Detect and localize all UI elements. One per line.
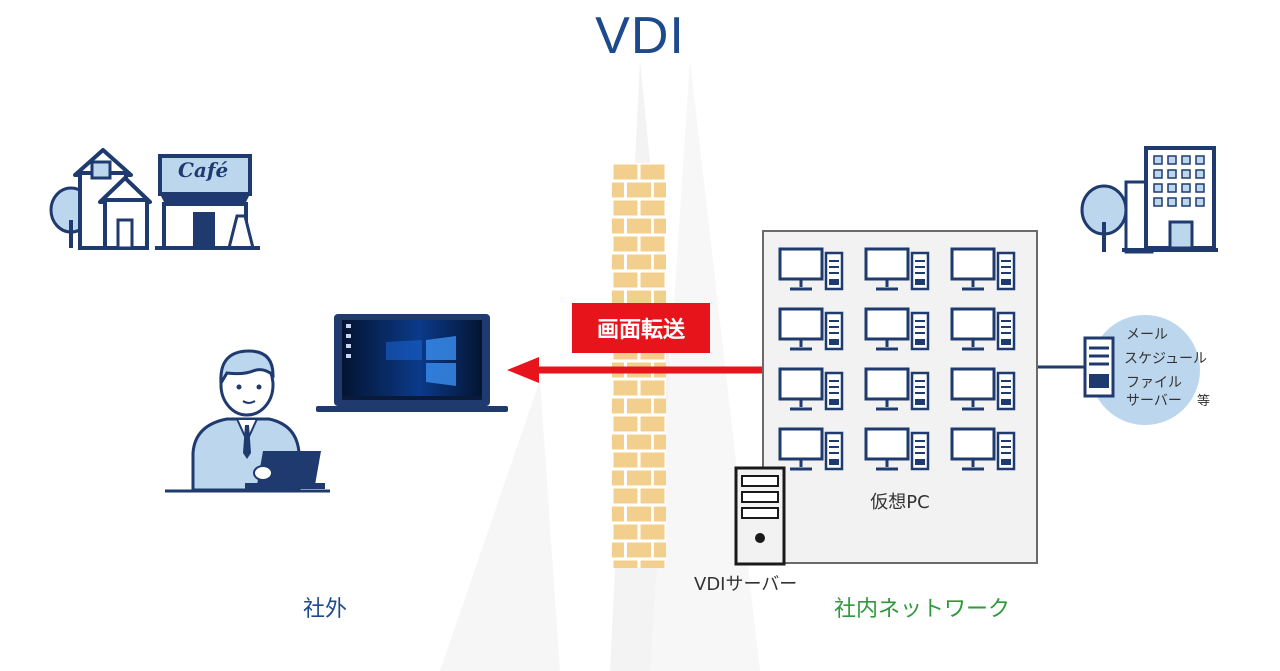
brick — [624, 215, 654, 237]
brick — [637, 413, 666, 435]
virtual-pc-icon — [778, 247, 844, 291]
virtual-pc-icon — [950, 427, 1016, 471]
brick — [612, 467, 627, 489]
brick — [624, 431, 654, 453]
brick — [624, 467, 654, 489]
virtual-pc-grid — [778, 247, 1016, 471]
brick — [612, 163, 641, 183]
brick — [612, 557, 641, 568]
internal-network-label: 社内ネットワーク — [834, 597, 1011, 622]
brick — [651, 503, 666, 525]
virtual-pc-label: 仮想PC — [870, 492, 930, 513]
brick — [624, 395, 654, 417]
brick — [624, 251, 654, 273]
office-building-icon — [1080, 146, 1218, 254]
virtual-pc-icon — [778, 307, 844, 351]
brick — [637, 163, 666, 183]
virtual-pc-icon — [864, 307, 930, 351]
brick — [612, 521, 641, 543]
vdi-server-label: VDIサーバー — [694, 574, 798, 595]
brick — [612, 197, 641, 219]
brick — [612, 431, 627, 453]
virtual-pc-icon — [950, 367, 1016, 411]
brick — [651, 215, 666, 237]
brick — [612, 215, 627, 237]
brick — [651, 395, 666, 417]
cafe-sign: Café — [178, 158, 229, 182]
brick — [612, 179, 627, 201]
screen-transfer-label: 画面転送 — [572, 303, 710, 353]
service-schedule: スケジュール — [1124, 351, 1208, 367]
screen-transfer-arrow — [507, 357, 763, 383]
house-cafe-icon — [49, 148, 260, 250]
diagram-title: VDI — [595, 7, 685, 65]
service-file: ファイル — [1126, 375, 1182, 391]
brick — [637, 269, 666, 291]
vdi-server-icon — [734, 466, 786, 566]
brick — [637, 557, 666, 568]
service-mail: メール — [1126, 327, 1168, 343]
remote-worker-icon — [165, 349, 330, 493]
internal-server-icon — [1083, 336, 1115, 398]
brick — [637, 449, 666, 471]
brick — [624, 179, 654, 201]
brick — [637, 233, 666, 255]
brick — [612, 395, 627, 417]
brick — [612, 539, 627, 561]
services-etc-label: 等 — [1197, 394, 1211, 409]
virtual-pc-icon — [864, 367, 930, 411]
virtual-pc-icon — [950, 307, 1016, 351]
brick — [637, 197, 666, 219]
brick — [637, 485, 666, 507]
virtual-pc-icon — [778, 427, 844, 471]
brick — [612, 503, 627, 525]
brick — [651, 287, 666, 309]
brick — [624, 539, 654, 561]
virtual-pc-icon — [864, 247, 930, 291]
brick — [612, 413, 641, 435]
brick — [612, 485, 641, 507]
virtual-pc-icon — [864, 427, 930, 471]
laptop-icon — [316, 314, 508, 412]
brick — [651, 467, 666, 489]
brick — [612, 233, 641, 255]
brick — [651, 251, 666, 273]
brick — [612, 269, 641, 291]
brick — [651, 431, 666, 453]
brick — [612, 251, 627, 273]
brick — [612, 449, 641, 471]
virtual-pc-icon — [950, 247, 1016, 291]
brick — [637, 521, 666, 543]
brick — [624, 503, 654, 525]
outside-label: 社外 — [303, 597, 348, 622]
brick — [651, 539, 666, 561]
brick — [651, 179, 666, 201]
virtual-pc-icon — [778, 367, 844, 411]
service-server: サーバー — [1126, 393, 1182, 409]
